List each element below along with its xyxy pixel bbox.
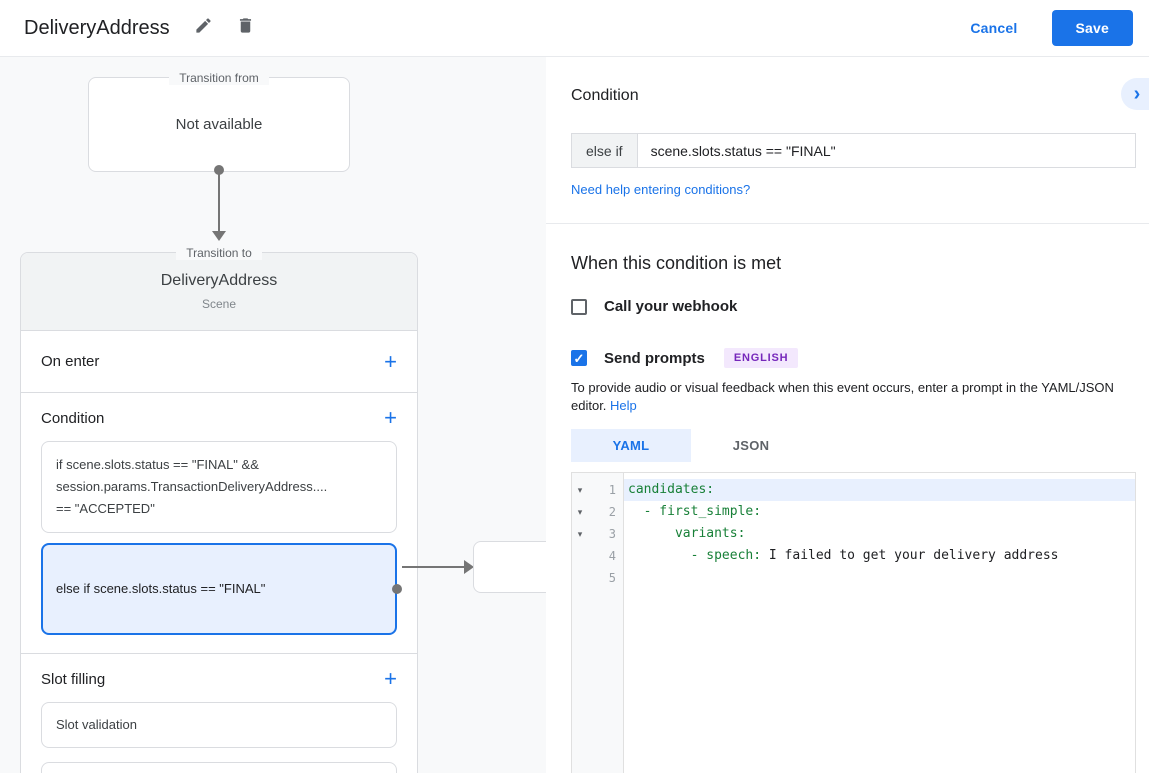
send-prompts-label: Send prompts [604,349,705,367]
call-webhook-label: Call your webhook [604,298,738,315]
condition-item-text: else if scene.slots.status == "FINAL" [56,581,266,596]
condition-item[interactable]: if scene.slots.status == "FINAL" && sess… [41,441,397,533]
prompt-description: To provide audio or visual feedback when… [571,379,1124,415]
condition-section-label: Condition [41,409,105,427]
condition-section: Condition + if scene.slots.status == "FI… [21,393,417,654]
condition-input: else if scene.slots.status == "FINAL" [571,133,1136,168]
top-bar: DeliveryAddress Cancel Save [0,0,1149,57]
transition-target-node[interactable] [473,541,546,593]
call-webhook-checkbox[interactable] [571,298,587,315]
condition-detail-panel: Condition › else if scene.slots.status =… [546,57,1149,773]
fold-icon[interactable]: ▾ [577,528,583,539]
language-badge: ENGLISH [723,348,799,368]
code-line[interactable]: - speech: I failed to get your delivery … [624,545,1135,567]
line-number: 2 [608,505,616,519]
scene-type: Scene [201,297,237,311]
flow-canvas: Transition from Not available Transition… [0,57,546,773]
line-number: 1 [608,483,616,497]
line-number: 4 [608,549,616,563]
fold-icon[interactable]: ▾ [577,484,583,495]
on-enter-label: On enter [41,353,100,370]
cancel-button[interactable]: Cancel [970,20,1018,36]
slot-filling-label: Slot filling [41,670,106,688]
editor-tabs: YAML JSON [571,429,811,462]
add-condition-button[interactable]: + [384,405,397,430]
tab-json[interactable]: JSON [732,438,770,453]
yaml-value: I failed to get your delivery address [761,548,1059,563]
yaml-editor: ▾ 1 ▾ 2 ▾ 3 4 5 candidates: - first_sim [571,472,1136,773]
line-number: 3 [608,527,616,541]
page-title: DeliveryAddress [24,16,170,39]
yaml-key: candidates: [628,482,715,497]
slot-item[interactable]: TransactionDeliveryAddress [41,762,397,773]
webhook-row: Call your webhook [571,298,737,315]
check-icon: ✓ [573,350,585,366]
code-line[interactable] [624,567,1135,589]
chevron-right-icon: › [1133,82,1141,105]
yaml-key: - first_simple: [628,504,762,519]
send-prompts-row: ✓ Send prompts ENGLISH [571,348,799,368]
delete-button[interactable] [234,16,258,40]
yaml-key: variants: [628,526,746,541]
slot-filling-section: Slot filling + Slot validation Transacti… [21,654,417,773]
connector-arrowhead [212,231,226,241]
code-line[interactable]: variants: [624,523,1135,545]
condition-item-selected[interactable]: else if scene.slots.status == "FINAL" [41,543,402,635]
help-link[interactable]: Help [610,398,637,413]
tab-yaml[interactable]: YAML [571,429,691,462]
transition-from-box: Transition from Not available [88,71,350,172]
send-prompts-checkbox[interactable]: ✓ [571,350,587,366]
transition-connector-arrowhead [464,560,474,574]
connector-line [218,170,220,232]
code-line[interactable]: candidates: [624,479,1135,501]
fold-icon[interactable]: ▾ [577,506,583,517]
when-condition-met-title: When this condition is met [571,253,782,273]
scene-card-header: DeliveryAddress Scene [21,253,417,331]
yaml-key: - speech: [628,548,762,563]
edit-button[interactable] [192,16,216,40]
pencil-icon [194,16,213,40]
on-enter-row: On enter + [21,331,417,393]
description-text: To provide audio or visual feedback when… [571,380,1114,413]
editor-gutter: ▾ 1 ▾ 2 ▾ 3 4 5 [572,473,624,773]
condition-prefix: else if [572,134,638,167]
trash-icon [236,16,255,40]
panel-title: Condition [571,87,639,104]
line-number: 5 [608,571,616,585]
condition-help-link[interactable]: Need help entering conditions? [571,182,751,197]
collapse-panel-button[interactable]: › [1121,78,1149,110]
scene-name: DeliveryAddress [160,272,278,289]
condition-connector-dot [392,584,402,594]
code-line[interactable]: - first_simple: [624,501,1135,523]
condition-expression-field[interactable]: scene.slots.status == "FINAL" [650,142,836,159]
add-slot-button[interactable]: + [384,666,397,691]
slot-item[interactable]: Slot validation [41,702,397,748]
transition-from-value: Not available [175,116,263,133]
save-button[interactable]: Save [1051,10,1133,46]
transition-connector-line [402,566,464,568]
scene-card: Transition to DeliveryAddress Scene On e… [20,246,418,773]
transition-from-label: Transition from [89,69,349,87]
add-on-enter-button[interactable]: + [384,348,397,374]
editor-code-area[interactable]: candidates: - first_simple: variants: - … [624,473,1135,773]
panel-divider [546,223,1149,224]
